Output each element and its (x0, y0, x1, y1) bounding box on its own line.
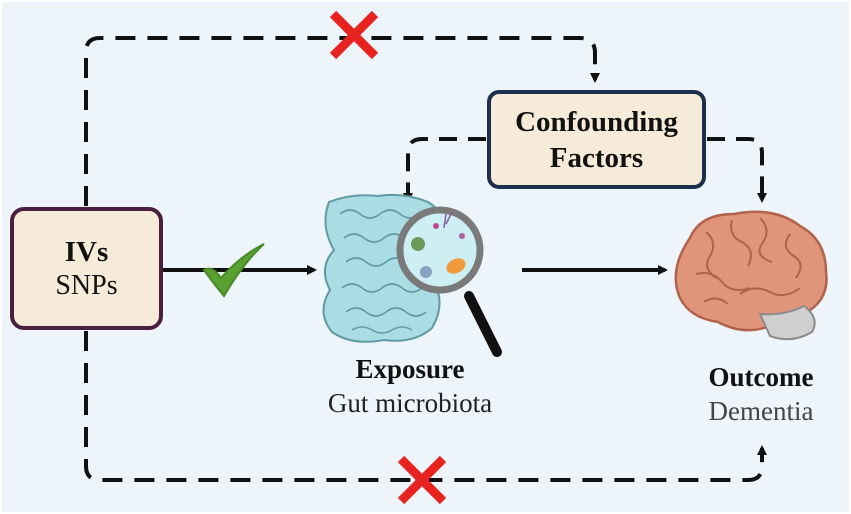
ivs-subtitle: SNPs (55, 269, 118, 301)
exposure-subtitle: Gut microbiota (327, 388, 493, 418)
path-ivs-to-confounders (84, 36, 600, 206)
path-confounders-to-outcome (707, 137, 767, 203)
ivs-node: IVs SNPs (10, 207, 163, 330)
confounding-label-line1: Confounding (515, 105, 678, 138)
confounding-factors-node: Confounding Factors (487, 90, 706, 189)
outcome-caption: Outcome Dementia (676, 360, 846, 428)
magnifier-icon (396, 206, 502, 357)
ivs-title: IVs (64, 235, 109, 268)
outcome-title: Outcome (708, 362, 814, 392)
path-confounders-to-exposure (403, 137, 486, 203)
brain-illustration (674, 210, 828, 341)
exposure-caption: Exposure Gut microbiota (290, 352, 530, 420)
confounding-label-line2: Factors (549, 141, 644, 174)
check-mark (202, 243, 265, 298)
outcome-subtitle: Dementia (708, 396, 814, 426)
cross-mark-bottom (397, 455, 447, 505)
cross-mark-top (329, 10, 379, 60)
exposure-title: Exposure (355, 354, 465, 384)
